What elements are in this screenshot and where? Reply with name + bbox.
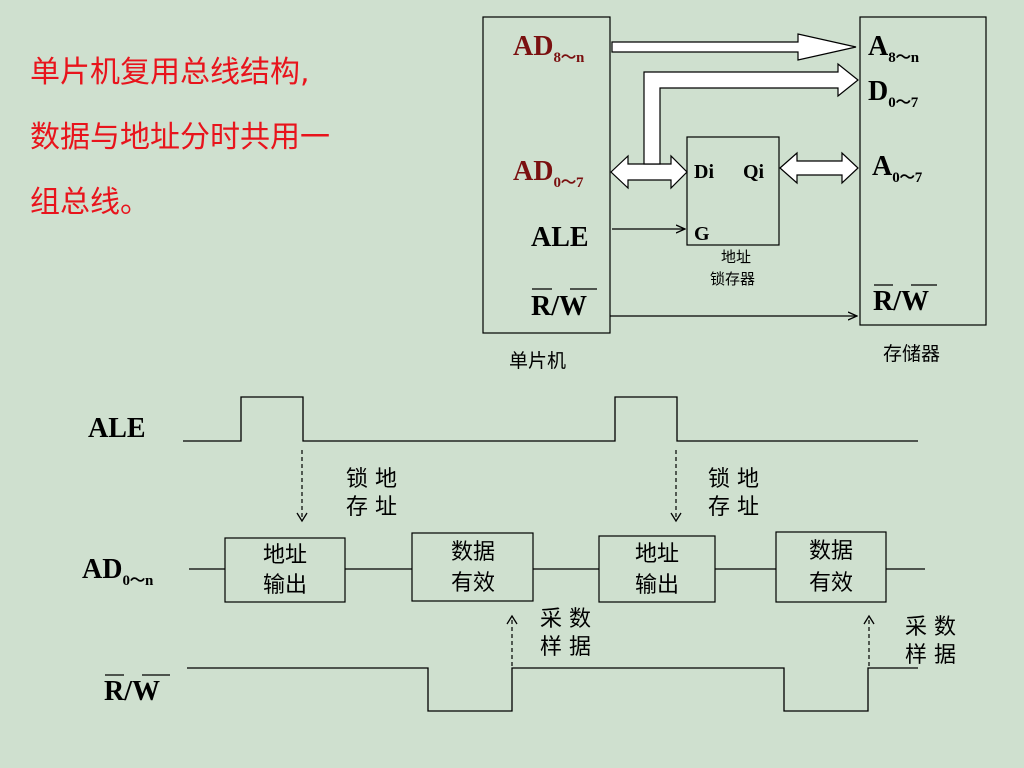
latch-box <box>686 136 780 246</box>
memory-box <box>859 16 987 326</box>
svg-text:数据: 数据 <box>451 540 495 565</box>
ad-low-bus-double-arrow <box>610 154 688 190</box>
mcu-ad-low-label: AD0～7 <box>513 156 584 191</box>
latch-qi-label: Qi <box>743 161 765 183</box>
mcu-label: 单片机 <box>509 350 566 372</box>
memory-rw-label: R/W <box>873 286 929 317</box>
memory-a-low-label: A0～7 <box>872 151 923 186</box>
timing-ale-label: ALE <box>88 413 146 444</box>
latch-label-1: 地址 <box>721 248 751 266</box>
latch-note-2-line2: 存 址 <box>708 495 759 520</box>
svg-text:有效: 有效 <box>809 571 853 596</box>
latch-di-label: Di <box>694 161 714 183</box>
ad-address-output-box-2: 地址 输出 <box>598 535 716 603</box>
caption-line-3: 组总线。 <box>30 185 150 220</box>
timing-rw-label: R/W <box>104 676 160 707</box>
svg-text:数据: 数据 <box>809 539 853 564</box>
rw-waveform <box>187 667 918 712</box>
mcu-ale-label: ALE <box>531 222 589 253</box>
ad-data-valid-box-1: 数据 有效 <box>411 532 534 602</box>
svg-text:输出: 输出 <box>635 573 679 598</box>
sample-note-1-line2: 样 据 <box>540 635 591 660</box>
latch-label-2: 锁存器 <box>710 270 755 288</box>
svg-text:输出: 输出 <box>263 573 307 598</box>
caption-line-1: 单片机复用总线结构, <box>30 55 310 90</box>
latch-note-1-line2: 存 址 <box>346 495 397 520</box>
high-address-bus-arrow <box>611 33 857 61</box>
sample-note-1-line1: 采 数 <box>540 607 591 632</box>
caption: 单片机复用总线结构, 数据与地址分时共用一 组总线。 <box>30 40 450 235</box>
mcu-box <box>482 16 611 334</box>
sample-arrowhead-2 <box>863 614 875 625</box>
ad-address-output-box-1: 地址 输出 <box>224 537 346 603</box>
mcu-rw-label: R/W <box>531 291 587 322</box>
memory-a-high-label: A8～n <box>868 31 920 66</box>
latch-note-1-line1: 锁 地 <box>346 467 397 492</box>
ad-data-valid-box-2: 数据 有效 <box>775 531 887 603</box>
svg-text:有效: 有效 <box>451 571 495 596</box>
sample-note-2-line1: 采 数 <box>905 615 956 640</box>
svg-text:地址: 地址 <box>635 542 679 567</box>
ale-waveform <box>183 396 918 442</box>
latch-to-memory-address-arrow <box>779 151 859 185</box>
latch-note-2-line1: 锁 地 <box>708 467 759 492</box>
latch-g-label: G <box>694 223 710 245</box>
timing-ad-label: AD0～n <box>82 554 154 589</box>
sample-note-2-line2: 样 据 <box>905 643 956 668</box>
latch-arrowhead-1 <box>296 512 308 523</box>
latch-arrowhead-2 <box>670 512 682 523</box>
mcu-ad-high-label: AD8～n <box>513 31 585 66</box>
data-bus-arrow <box>643 62 859 165</box>
memory-label: 存储器 <box>883 343 940 365</box>
caption-line-2: 数据与地址分时共用一 <box>30 120 330 155</box>
svg-text:地址: 地址 <box>263 543 307 568</box>
sample-arrowhead-1 <box>506 614 518 625</box>
memory-d-label: D0～7 <box>868 76 919 111</box>
